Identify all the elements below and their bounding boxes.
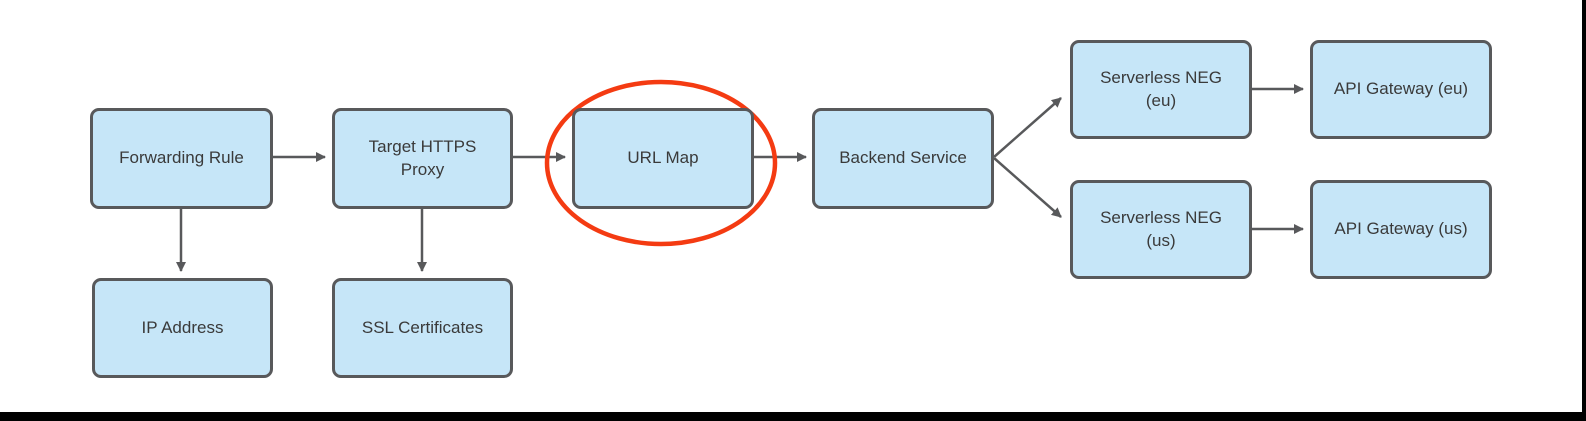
node-url-map[interactable]: URL Map (572, 108, 754, 209)
node-serverless-neg-us-label: Serverless NEG (us) (1100, 208, 1222, 250)
node-serverless-neg-eu-label: Serverless NEG (eu) (1100, 68, 1222, 110)
node-backend-service-label: Backend Service (839, 148, 967, 168)
node-api-gateway-eu[interactable]: API Gateway (eu) (1310, 40, 1492, 139)
node-backend-service[interactable]: Backend Service (812, 108, 994, 209)
node-ssl-certificates[interactable]: SSL Certificates (332, 278, 513, 378)
node-serverless-neg-us[interactable]: Serverless NEG (us) (1070, 180, 1252, 279)
edge-backend-service-to-serverless-neg-us (993, 157, 1062, 218)
node-serverless-neg-eu[interactable]: Serverless NEG (eu) (1070, 40, 1252, 139)
edge-backend-service-to-serverless-neg-eu (993, 97, 1062, 158)
node-ssl-certificates-label: SSL Certificates (361, 317, 484, 337)
node-ip-address-label: IP Address (141, 317, 224, 337)
node-api-gateway-us[interactable]: API Gateway (us) (1310, 180, 1492, 279)
node-target-https-proxy-label: Target HTTPS Proxy (368, 137, 477, 179)
node-target-https-proxy[interactable]: Target HTTPS Proxy (332, 108, 513, 209)
node-api-gateway-us-label: API Gateway (us) (1334, 219, 1468, 239)
node-api-gateway-eu-label: API Gateway (eu) (1333, 79, 1469, 99)
node-forwarding-rule[interactable]: Forwarding Rule (90, 108, 273, 209)
window-edge-right (1582, 0, 1586, 421)
node-forwarding-rule-label: Forwarding Rule (119, 148, 244, 168)
node-url-map-label: URL Map (627, 148, 699, 168)
node-ip-address[interactable]: IP Address (92, 278, 273, 378)
window-edge-bottom (0, 412, 1586, 421)
